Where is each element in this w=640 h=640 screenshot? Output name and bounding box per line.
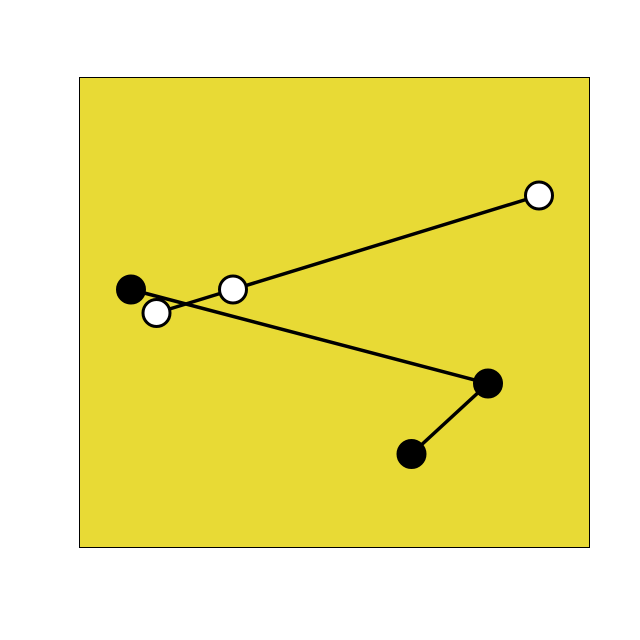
series-1-point-3 [116,274,146,305]
series-points [116,180,554,469]
series-1-point-1 [396,439,427,469]
series-2-point-3 [524,180,554,211]
series-1-point-2 [473,368,503,399]
series-2-point-1 [141,298,172,328]
series-2-point-2 [218,274,248,305]
